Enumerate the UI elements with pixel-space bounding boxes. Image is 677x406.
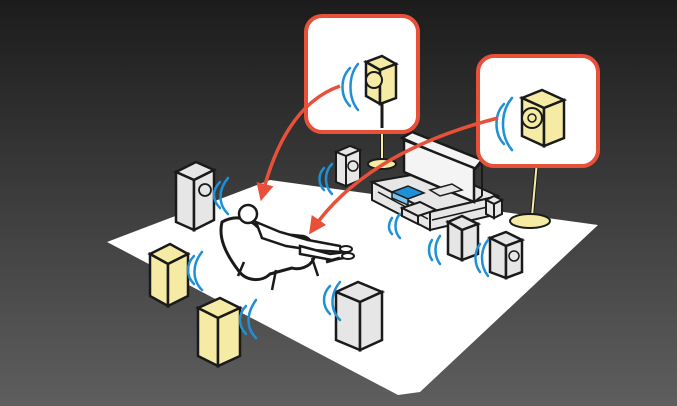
sound-wave-icon (434, 234, 442, 266)
sound-wave-icons (186, 162, 490, 340)
sound-wave-icon (318, 166, 326, 192)
remote-control (325, 256, 341, 264)
sound-wave-icon (394, 212, 402, 240)
curved-arrow-icon (309, 116, 499, 235)
subwoofer (332, 280, 386, 352)
curved-arrow-icon (256, 84, 341, 202)
sound-wave-icon (247, 298, 258, 340)
surround-left-speaker (147, 242, 191, 309)
sound-wave-icon (219, 176, 230, 216)
sound-wave-icon (495, 102, 506, 146)
surround-back-left-speaker (195, 296, 243, 369)
sound-wave-icon (480, 238, 490, 278)
sound-wave-icon (341, 66, 352, 108)
sound-wave-icon (322, 284, 332, 316)
center-speaker (399, 200, 439, 226)
sound-wave-icon (331, 280, 342, 322)
sound-wave-icon (238, 304, 248, 336)
sound-wave-icon (474, 242, 482, 274)
surround-back-right-speaker (486, 230, 526, 280)
callout-presence-left (304, 14, 420, 134)
sound-wave-icon (387, 216, 394, 236)
sound-wave-icon (193, 250, 204, 292)
callout-presence-right (476, 54, 600, 168)
sound-wave-icon (349, 62, 360, 112)
front-left-speaker (173, 160, 217, 233)
front-speaker-small (333, 144, 363, 188)
sound-wave-icon (212, 180, 222, 210)
presence-right-stand (509, 149, 551, 229)
sound-wave-icon (186, 254, 196, 286)
sound-wave-icon (427, 238, 434, 262)
sound-wave-icon (324, 162, 334, 196)
right-rack-speaker (483, 194, 505, 220)
surround-right-speaker (445, 214, 482, 262)
sound-wave-icon (501, 96, 514, 152)
listener-person (237, 203, 355, 262)
